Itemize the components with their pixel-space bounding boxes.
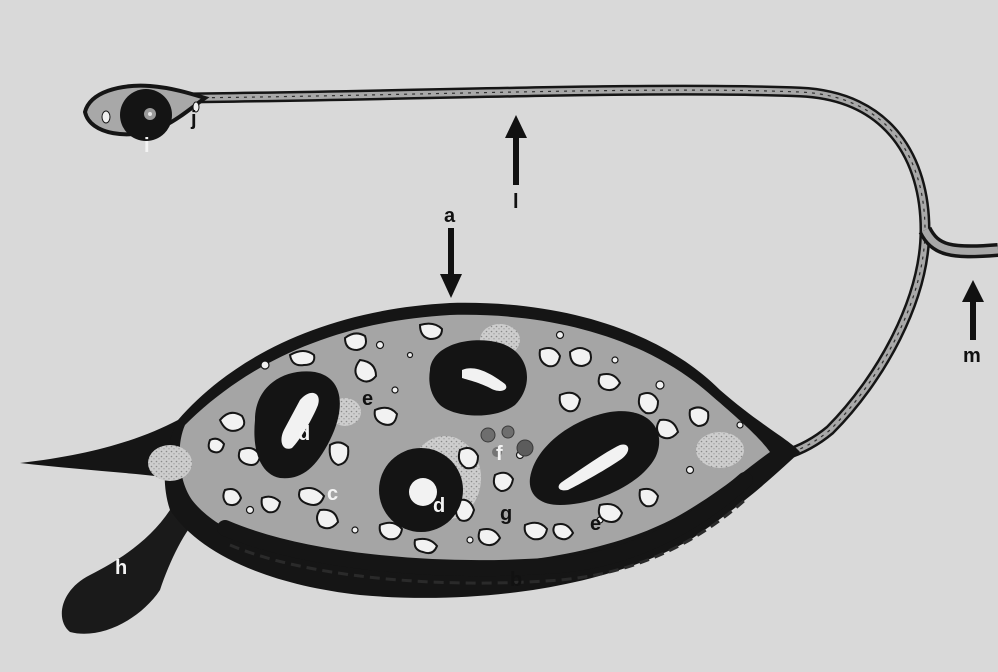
label-d-center: d bbox=[433, 495, 445, 517]
label-d-left: d bbox=[298, 423, 310, 445]
label-c: c bbox=[327, 483, 338, 505]
label-i: i bbox=[144, 135, 150, 157]
nucleus-top bbox=[429, 340, 527, 415]
label-h: h bbox=[115, 557, 127, 579]
label-g: g bbox=[500, 503, 512, 525]
nucleus-d-center bbox=[379, 448, 463, 532]
label-e-right: e bbox=[590, 513, 601, 535]
label-m: m bbox=[963, 345, 981, 367]
label-b: b bbox=[510, 569, 522, 591]
label-e-left: e bbox=[362, 388, 373, 410]
label-a: a bbox=[444, 205, 456, 227]
label-f: f bbox=[496, 443, 503, 465]
label-l: l bbox=[513, 191, 519, 213]
label-j: j bbox=[190, 108, 197, 130]
